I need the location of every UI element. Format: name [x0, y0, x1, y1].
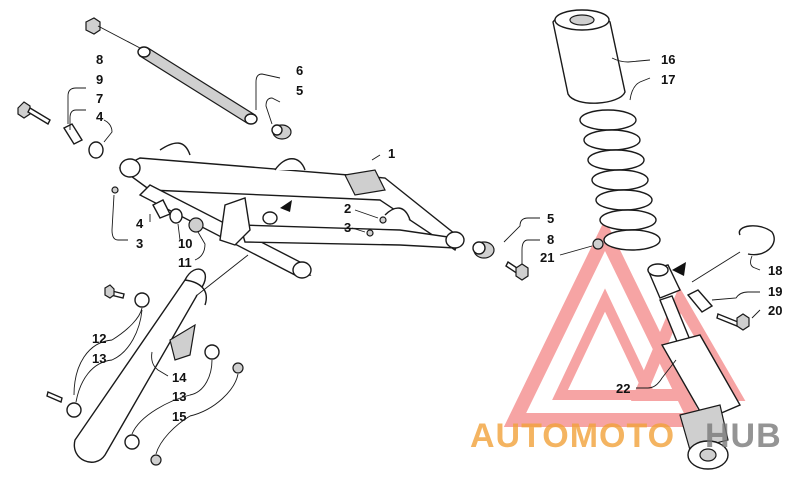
nut-11 — [188, 217, 204, 233]
bolt-9 — [17, 101, 51, 125]
watermark-text: AUTOMOTO HUB — [470, 417, 782, 455]
callout-19: 19 — [768, 284, 782, 299]
callout-5-top: 5 — [296, 83, 303, 98]
watermark-word-automoto: AUTOMOTO — [470, 417, 675, 455]
callout-3-right: 3 — [344, 220, 351, 235]
callout-5-right: 5 — [547, 211, 554, 226]
spring-17 — [579, 109, 661, 251]
bolt-8-right — [505, 260, 529, 281]
bolt-12-lower — [46, 391, 63, 403]
callout-14: 14 — [172, 370, 187, 385]
pivot-shaft-6 — [137, 46, 258, 125]
bolt-8-top — [85, 17, 141, 49]
bolt-20 — [716, 313, 750, 331]
shock-absorber-22 — [647, 262, 741, 470]
callout-16: 16 — [661, 52, 675, 67]
callout-22: 22 — [616, 381, 630, 396]
grease-fitting-2 — [379, 216, 387, 224]
bushing-5-top — [271, 124, 292, 140]
nut-21 — [592, 238, 604, 250]
callout-15: 15 — [172, 409, 186, 424]
swing-arm-1 — [118, 142, 465, 279]
callout-18: 18 — [768, 263, 782, 278]
callout-1: 1 — [388, 146, 395, 161]
nut-15 — [150, 362, 244, 466]
watermark-word-hub: HUB — [705, 417, 782, 455]
callout-3-left: 3 — [136, 236, 143, 251]
callout-8-top: 8 — [96, 52, 103, 67]
callout-7: 7 — [96, 91, 103, 106]
callout-numbers: 8 9 7 4 6 5 1 2 3 4 3 10 11 5 8 21 16 17… — [92, 52, 782, 424]
bump-stop-16 — [552, 9, 626, 104]
washer-13 — [66, 292, 220, 450]
callout-20: 20 — [768, 303, 782, 318]
grease-fitting-3 — [111, 186, 374, 237]
bolt-12 — [104, 284, 125, 299]
spring-clip-18 — [738, 225, 775, 256]
bushing-5-right — [472, 241, 495, 259]
washer-10 — [169, 208, 183, 224]
callout-13-right: 13 — [172, 389, 186, 404]
callout-9: 9 — [96, 72, 103, 87]
callout-21: 21 — [540, 250, 554, 265]
callout-4-top: 4 — [96, 109, 104, 124]
spacer-7 — [62, 123, 84, 145]
callout-17: 17 — [661, 72, 675, 87]
callout-8-right: 8 — [547, 232, 554, 247]
callout-2: 2 — [344, 201, 351, 216]
bushing-19 — [686, 289, 714, 313]
leader-lines — [67, 57, 761, 455]
callout-11: 11 — [178, 255, 192, 270]
callout-10: 10 — [178, 236, 192, 251]
limiter-strap-14 — [73, 268, 207, 463]
bushing-4-top — [88, 141, 104, 159]
callout-13-left: 13 — [92, 351, 106, 366]
callout-4-mid: 4 — [136, 216, 144, 231]
callout-12: 12 — [92, 331, 106, 346]
callout-6: 6 — [296, 63, 303, 78]
